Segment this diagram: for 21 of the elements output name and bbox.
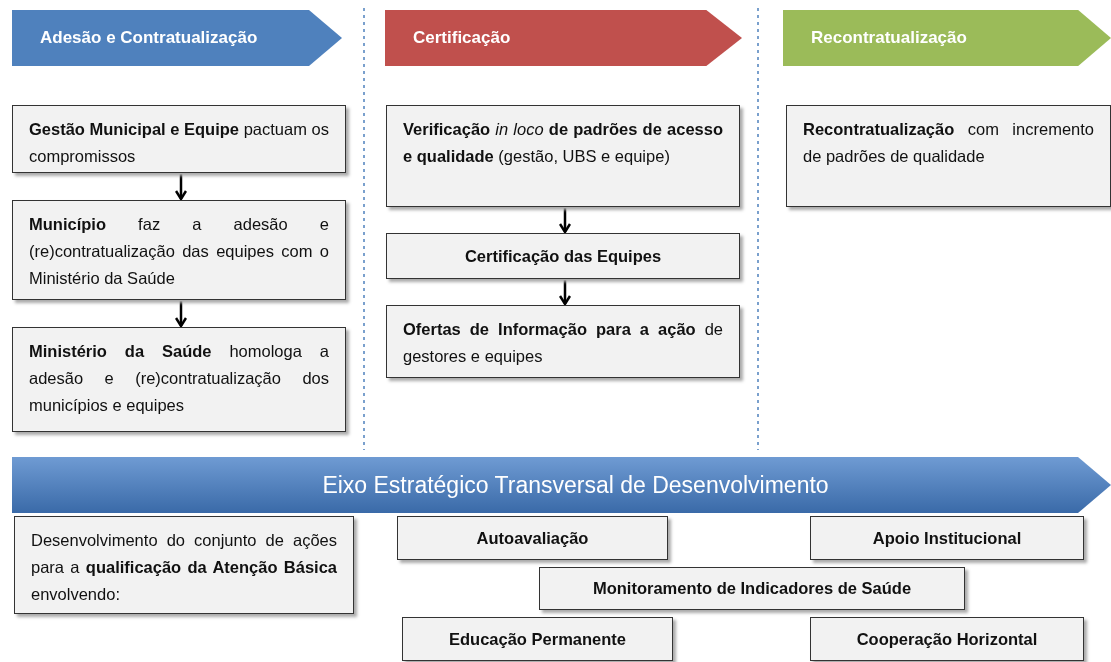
process-box: Desenvolvimento do conjunto de ações para a qualificação da Atenção Básica envolvendo: <box>14 516 354 614</box>
process-box: Certificação das Equipes <box>386 233 740 279</box>
chevron-banner: Certificação <box>385 10 742 66</box>
process-box: Recontratualização com incremento de padrões de qualidade <box>786 105 1111 207</box>
chevron-banner: Adesão e Contratualização <box>12 10 342 66</box>
process-box: Ministério da Saúde homologa a adesão e (re)contratualização dos municípios e equipes <box>12 327 346 432</box>
arrow <box>558 208 572 234</box>
process-box: Apoio Institucional <box>810 516 1084 560</box>
chevron-banner: Recontratualização <box>783 10 1111 66</box>
arrow <box>558 280 572 306</box>
process-box: Educação Permanente <box>402 617 673 661</box>
arrow <box>174 301 188 328</box>
process-box: Município faz a adesão e (re)contratualização das equipes com o Ministério da Saúde <box>12 200 346 300</box>
process-box: Ofertas de Informação para a ação de gestores e equipes <box>386 305 740 378</box>
arrow <box>174 174 188 201</box>
axis-banner: Eixo Estratégico Transversal de Desenvolvimento <box>12 457 1111 513</box>
process-box: Cooperação Horizontal <box>810 617 1084 661</box>
process-box: Monitoramento de Indicadores de Saúde <box>539 567 965 610</box>
process-box: Verificação in loco de padrões de acesso e qualidade (gestão, UBS e equipe) <box>386 105 740 207</box>
process-box: Gestão Municipal e Equipe pactuam os compromissos <box>12 105 346 173</box>
process-box: Autoavaliação <box>397 516 668 560</box>
